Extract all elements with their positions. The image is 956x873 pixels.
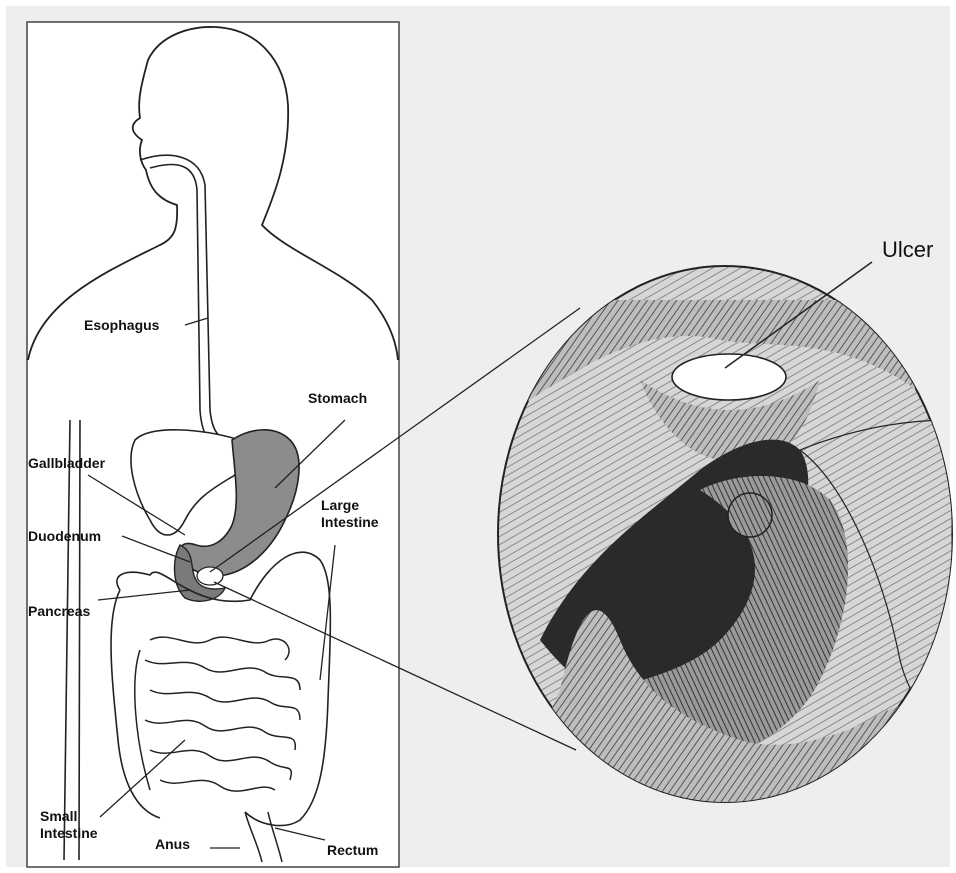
label-large-intestine-line1: Large bbox=[321, 497, 379, 514]
label-small-intestine: Small Intestine bbox=[40, 808, 98, 842]
label-anus: Anus bbox=[155, 836, 190, 853]
label-esophagus: Esophagus bbox=[84, 317, 159, 334]
label-rectum: Rectum bbox=[327, 842, 378, 859]
label-pancreas: Pancreas bbox=[28, 603, 90, 620]
label-small-intestine-line1: Small bbox=[40, 808, 98, 825]
ulcer-site bbox=[197, 567, 223, 585]
label-large-intestine: Large Intestine bbox=[321, 497, 379, 531]
label-stomach: Stomach bbox=[308, 390, 367, 407]
label-duodenum: Duodenum bbox=[28, 528, 101, 545]
label-small-intestine-line2: Intestine bbox=[40, 825, 98, 842]
ulcer-magnified bbox=[672, 354, 786, 400]
left-arm-inner bbox=[79, 420, 80, 860]
label-ulcer: Ulcer bbox=[882, 237, 933, 263]
magnified-view bbox=[498, 262, 952, 820]
label-gallbladder: Gallbladder bbox=[28, 455, 105, 472]
label-large-intestine-line2: Intestine bbox=[321, 514, 379, 531]
